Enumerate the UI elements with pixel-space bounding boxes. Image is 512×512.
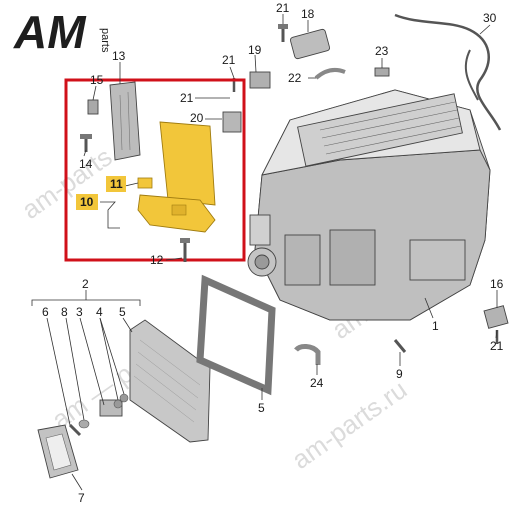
- callout-11-bg: [106, 176, 126, 192]
- callout-22: 22: [288, 71, 302, 85]
- leader-lines: [31, 14, 498, 491]
- heater-core-5: [129, 319, 211, 443]
- callout-21: 21: [276, 1, 290, 15]
- hose-22: [314, 68, 346, 80]
- callout-18: 18: [301, 7, 315, 21]
- seal-8: [78, 419, 90, 429]
- sensor-19: [249, 71, 271, 89]
- logo-mark: AM: [13, 6, 87, 58]
- callout-10: 10: [80, 195, 94, 209]
- callout-23: 23: [375, 44, 389, 58]
- callout-2: 2: [82, 277, 89, 291]
- callout-3: 3: [76, 305, 83, 319]
- callout-12: 12: [150, 253, 164, 267]
- callout-1: 1: [432, 319, 439, 333]
- callout-11: 11: [110, 177, 123, 191]
- actuator-18: [289, 28, 331, 60]
- callout-4: 4: [96, 305, 103, 319]
- callout-9: 9: [396, 367, 403, 381]
- screw-12: [180, 238, 190, 262]
- callout-6: 6: [42, 305, 49, 319]
- highlight-frame: [64, 78, 246, 262]
- screw-14: [80, 134, 92, 152]
- callout-30: 30: [483, 11, 497, 25]
- callout-21: 21: [490, 339, 504, 353]
- screw-9: [393, 339, 407, 353]
- callout-8: 8: [61, 305, 68, 319]
- callout-14: 14: [79, 157, 93, 171]
- callout-20: 20: [190, 111, 204, 125]
- hose-24: [294, 344, 321, 365]
- clip-23: [374, 67, 390, 77]
- callouts: 13 15 14 11 10 12 20 21 21 19 21 18 22 2…: [42, 1, 504, 505]
- watermark: am-parts.ru: [286, 374, 412, 475]
- pipe-connector: [99, 393, 129, 417]
- callout-5: 5: [258, 401, 265, 415]
- blower-control-10: [137, 121, 216, 233]
- callout-21: 21: [222, 53, 236, 67]
- logo: AM parts: [13, 6, 111, 58]
- sensor-20: [222, 111, 242, 133]
- callout-24: 24: [310, 376, 324, 390]
- callout-16: 16: [490, 277, 504, 291]
- hvac-housing: [247, 89, 491, 321]
- logo-suffix: parts: [99, 28, 111, 53]
- callout-19: 19: [248, 43, 262, 57]
- duct-13: [109, 81, 141, 161]
- screw-6: [68, 423, 82, 437]
- component-11: [137, 177, 153, 189]
- callout-21: 21: [180, 91, 194, 105]
- wiring-harness-branch: [464, 49, 479, 101]
- callout-15: 15: [90, 73, 104, 87]
- callout-5: 5: [119, 305, 126, 319]
- wiring-harness: [394, 13, 502, 131]
- callout-13: 13: [112, 49, 126, 63]
- callout-7: 7: [78, 491, 85, 505]
- flange-7: [37, 424, 79, 479]
- sensor-16: [483, 305, 509, 329]
- clip-15: [87, 99, 99, 115]
- frame-gasket-5: [196, 274, 276, 396]
- screw-21-top: [278, 24, 288, 42]
- callout-10-bg: [76, 194, 98, 210]
